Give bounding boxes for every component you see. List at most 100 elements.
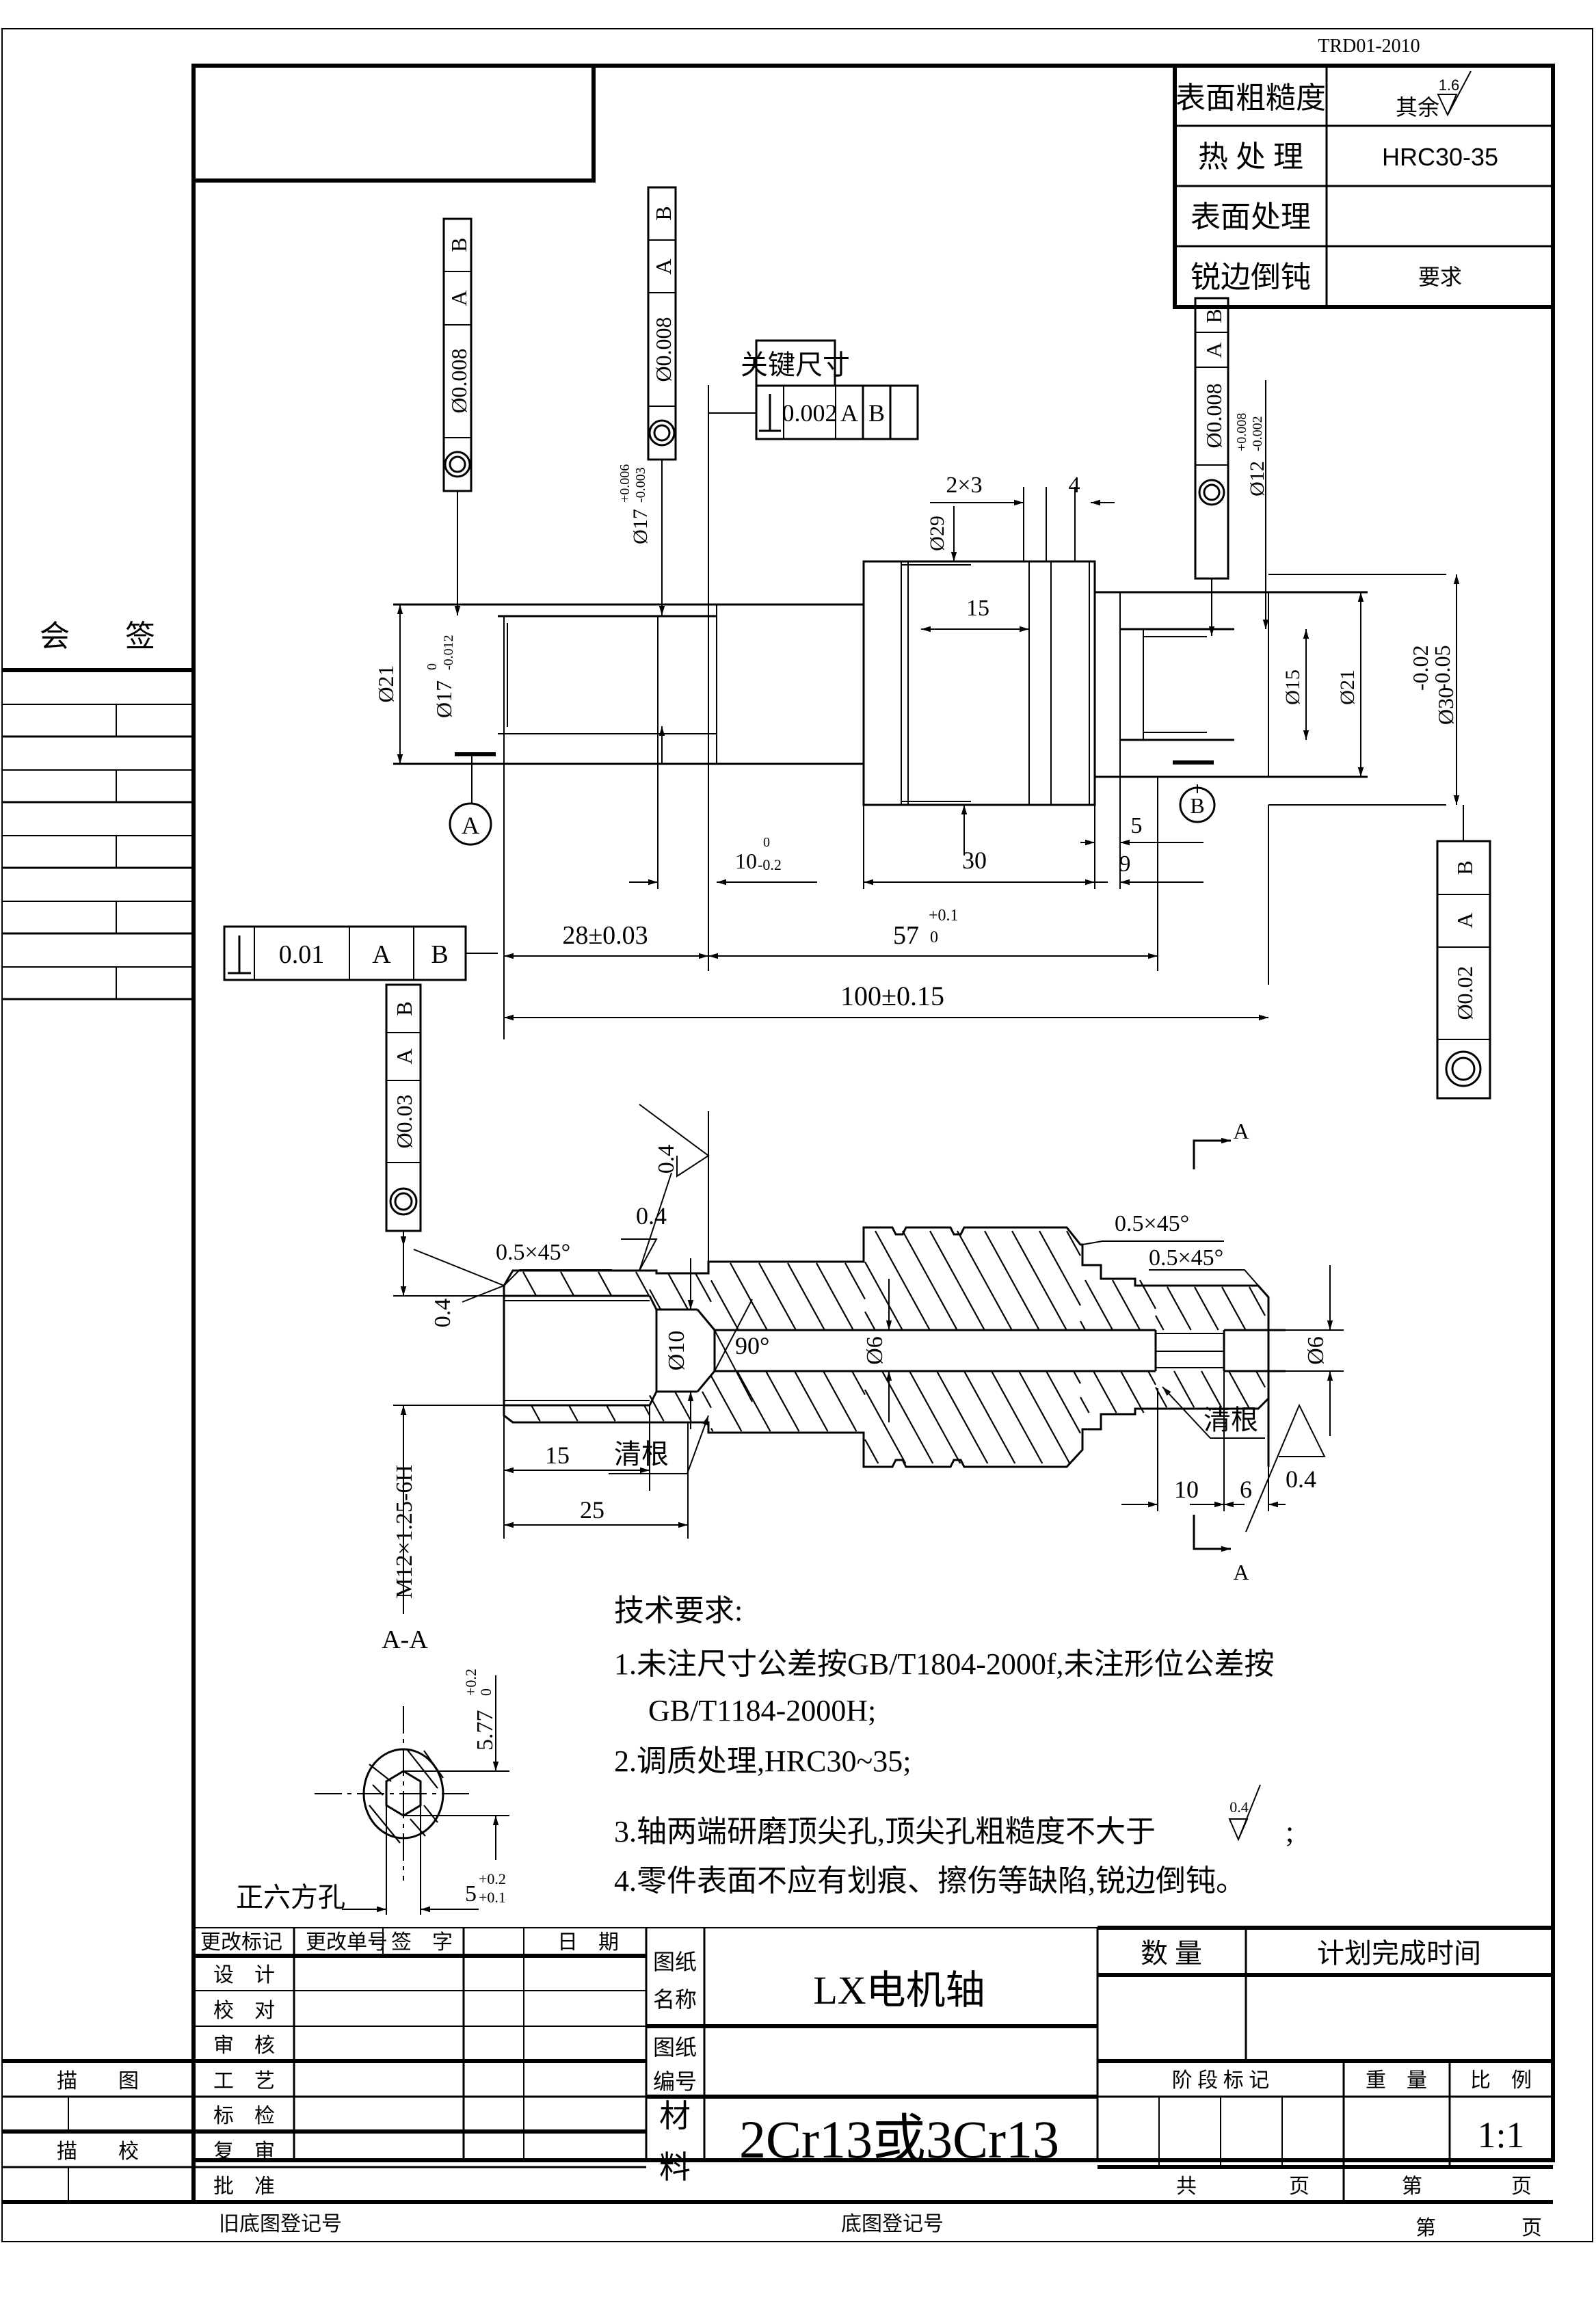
concentricity-icon bbox=[1445, 1050, 1482, 1087]
hatch-line bbox=[875, 1230, 931, 1331]
hatch-line bbox=[844, 1262, 866, 1300]
svg-text:A: A bbox=[651, 258, 676, 274]
section-aa: A-A 5.77 +0.2 0 正六方孔 5 +0.2 +0.1 bbox=[236, 1625, 509, 1915]
fcf-key-dimension: 关键尺寸 0.002 A B bbox=[708, 339, 919, 971]
hatch-line bbox=[816, 1262, 854, 1331]
hatch-line bbox=[695, 1273, 712, 1303]
svg-text:57: 57 bbox=[893, 921, 919, 950]
section-view bbox=[503, 1226, 1286, 1511]
thread-spec: M12×1.25-6H bbox=[392, 1465, 417, 1599]
datum-a-symbol: A bbox=[449, 752, 496, 846]
perpendicularity-icon bbox=[228, 935, 251, 974]
svg-text:0.5×45°: 0.5×45° bbox=[496, 1240, 570, 1265]
hatch-line bbox=[1080, 1320, 1087, 1331]
hatch-line bbox=[568, 1405, 578, 1422]
fcf-tolerance: Ø0.008 bbox=[447, 348, 471, 413]
svg-text:0: 0 bbox=[425, 663, 440, 670]
hatch-line bbox=[643, 1405, 650, 1416]
countersign-label-right: 签 bbox=[125, 620, 155, 653]
svg-text:工 艺: 工 艺 bbox=[213, 2070, 275, 2093]
svg-text:页: 页 bbox=[1511, 2175, 1532, 2198]
svg-text:清根: 清根 bbox=[1203, 1405, 1258, 1435]
hatch-line bbox=[1093, 1370, 1117, 1413]
hatch-line bbox=[710, 1279, 739, 1331]
svg-text:100±0.15: 100±0.15 bbox=[840, 981, 944, 1011]
tech-item-4: 4.零件表面不应有划痕、擦伤等缺陷,锐边倒钝。 bbox=[614, 1864, 1246, 1898]
spec-roughness-prefix: 其余 bbox=[1396, 95, 1439, 120]
hatch-line bbox=[758, 1262, 797, 1331]
svg-text:图纸: 图纸 bbox=[653, 1950, 697, 1974]
svg-text:标 检: 标 检 bbox=[213, 2105, 275, 2127]
tech-item-1: 1.未注尺寸公差按GB/T1804-2000f,未注形位公差按 bbox=[614, 1647, 1275, 1681]
spec-label-roughness: 表面粗糙度 bbox=[1175, 81, 1326, 115]
hatch-line bbox=[674, 1391, 692, 1422]
hatch-line bbox=[864, 1389, 907, 1464]
svg-text:-0.003: -0.003 bbox=[633, 467, 648, 503]
svg-text:日 期: 日 期 bbox=[557, 1931, 619, 1954]
hatch-line bbox=[1120, 1370, 1145, 1413]
svg-text:-0.002: -0.002 bbox=[1250, 416, 1265, 451]
svg-text:A: A bbox=[840, 399, 858, 427]
svg-text:-0.2: -0.2 bbox=[758, 856, 782, 873]
countersign-label-left: 会 bbox=[40, 620, 70, 653]
svg-text:Ø29: Ø29 bbox=[926, 516, 948, 551]
hatch-line bbox=[1039, 1230, 1081, 1306]
fcf-right-bottom: B A Ø0.02 bbox=[1436, 805, 1491, 1100]
tech-item-3: 3.轴两端研磨顶尖孔,顶尖孔粗糙度不大于 bbox=[614, 1815, 1156, 1848]
svg-text:料: 料 bbox=[659, 2150, 691, 2185]
spec-heat-value: HRC30-35 bbox=[1382, 143, 1498, 171]
svg-text:Ø0.03: Ø0.03 bbox=[392, 1094, 416, 1148]
material-value: 2Cr13或3Cr13 bbox=[739, 2110, 1059, 2169]
hatch-line bbox=[864, 1261, 903, 1331]
svg-text:A: A bbox=[1201, 342, 1226, 358]
svg-text:+0.2: +0.2 bbox=[479, 1870, 506, 1887]
fcf-datum-b: B bbox=[447, 237, 471, 252]
svg-text:9: 9 bbox=[1119, 851, 1131, 877]
key-dim-header: 关键尺寸 bbox=[741, 349, 850, 380]
hatch-line bbox=[1080, 1396, 1090, 1413]
svg-text:签 字: 签 字 bbox=[391, 1931, 453, 1954]
svg-text:0.5×45°: 0.5×45° bbox=[1149, 1245, 1223, 1271]
hatch-line bbox=[710, 1428, 714, 1432]
svg-text:Ø0.008: Ø0.008 bbox=[651, 317, 676, 382]
svg-text:0.4: 0.4 bbox=[1229, 1798, 1249, 1816]
hatch-line bbox=[1173, 1370, 1195, 1408]
svg-text:2×3: 2×3 bbox=[946, 473, 982, 498]
svg-text:B: B bbox=[868, 399, 885, 427]
svg-text:10: 10 bbox=[735, 849, 757, 873]
svg-text:描 图: 描 图 bbox=[57, 2070, 139, 2093]
svg-text:Ø15: Ø15 bbox=[1281, 669, 1304, 705]
fcf-top-left: B A Ø0.008 bbox=[442, 217, 473, 615]
hatch-line bbox=[864, 1311, 876, 1331]
dim-d12: Ø12 bbox=[1246, 461, 1268, 496]
datum-b-symbol: B bbox=[1179, 784, 1216, 823]
svg-text:Ø0.008: Ø0.008 bbox=[1201, 383, 1226, 448]
concentricity-icon bbox=[648, 419, 676, 447]
svg-text:Ø21: Ø21 bbox=[1336, 669, 1359, 705]
roughness-top: 0.4 bbox=[654, 1145, 679, 1174]
top-left-box bbox=[191, 64, 596, 183]
tech-item-2: 2.调质处理,HRC30~35; bbox=[614, 1744, 912, 1778]
svg-text:A: A bbox=[392, 1048, 416, 1064]
svg-text:+0.006: +0.006 bbox=[617, 464, 633, 503]
svg-text:底图登记号: 底图登记号 bbox=[841, 2213, 944, 2235]
svg-text:共: 共 bbox=[1176, 2175, 1197, 2198]
svg-text:;: ; bbox=[1286, 1815, 1294, 1848]
svg-text:阶 段 标 记: 阶 段 标 记 bbox=[1172, 2069, 1270, 2092]
svg-text:计划完成时间: 计划完成时间 bbox=[1317, 1938, 1481, 1969]
svg-text:旧底图登记号: 旧底图登记号 bbox=[219, 2213, 342, 2235]
hatch-line bbox=[1139, 1279, 1156, 1310]
svg-text:0: 0 bbox=[763, 835, 770, 850]
hatch-line bbox=[765, 1370, 800, 1432]
svg-text:图纸: 图纸 bbox=[653, 2035, 697, 2060]
svg-text:A-A: A-A bbox=[382, 1625, 428, 1654]
svg-text:15: 15 bbox=[966, 596, 989, 621]
svg-text:A: A bbox=[1452, 912, 1477, 928]
hatch-line bbox=[1073, 1370, 1081, 1384]
svg-text:0.01: 0.01 bbox=[279, 940, 325, 969]
svg-text:清根: 清根 bbox=[614, 1439, 669, 1470]
outer-frame bbox=[1, 28, 1593, 2242]
svg-text:第: 第 bbox=[1415, 2217, 1436, 2240]
hatch-line bbox=[649, 1394, 665, 1422]
svg-text:比 例: 比 例 bbox=[1470, 2069, 1532, 2092]
